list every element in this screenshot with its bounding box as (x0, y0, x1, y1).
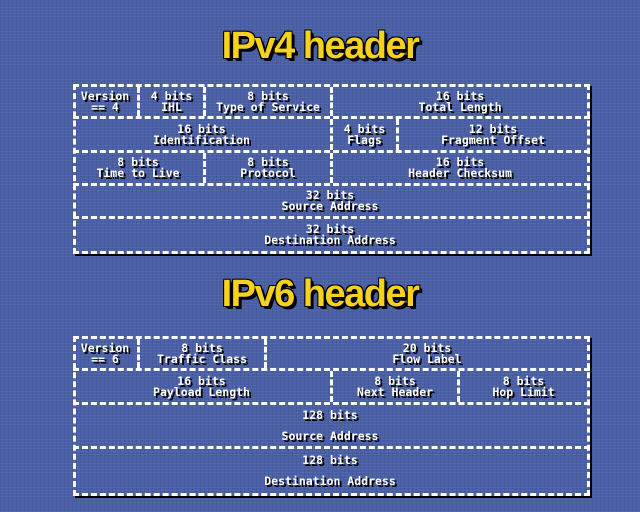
field-bits: 4 bits (150, 88, 193, 103)
field-bits: Version (80, 340, 130, 355)
ipv4-field-fragment-offset: 12 bits Fragment Offset (396, 119, 587, 150)
row-divider (73, 368, 590, 371)
field-bits: 8 bits (247, 88, 289, 103)
field-bits: 16 bits (435, 88, 485, 103)
field-name: Source Address (281, 199, 379, 213)
field-bits: 128 bits (302, 453, 358, 467)
ipv6-field-version: Version == 6 (73, 339, 137, 368)
ipv6-field-payload-length: 16 bits Payload Length (73, 371, 330, 402)
field-name: Header Checksum (408, 166, 512, 180)
ipv6-field-traffic-class: 8 bits Traffic Class (137, 339, 264, 368)
row-divider (73, 216, 590, 219)
ipv4-field-flags: 4 bits Flags (330, 119, 396, 150)
field-name: IHL (161, 99, 182, 114)
field-name: Next Header (356, 384, 434, 399)
field-name: Type of Service (216, 99, 320, 114)
ipv4-field-ihl: 4 bits IHL (137, 87, 203, 116)
ipv4-field-protocol: 8 bits Protocol (203, 153, 330, 183)
field-name: Destination Address (264, 474, 396, 488)
ipv4-field-source-address: 32 bits Source Address (73, 186, 587, 216)
ipv6-header-table: Version == 6 8 bits Traffic Class 20 bit… (73, 336, 590, 496)
ipv4-header-table: Version == 4 4 bits IHL 8 bits Type of S… (73, 84, 590, 254)
ipv4-field-total-length: 16 bits Total Length (330, 87, 587, 116)
field-name: Total Length (418, 99, 502, 114)
field-name: Destination Address (264, 233, 396, 247)
ipv6-field-destination-address: 128 bits Destination Address (73, 449, 587, 493)
field-name: Flags (347, 132, 382, 147)
ipv6-field-hop-limit: 8 bits Hop Limit (457, 371, 587, 402)
row-divider (73, 446, 590, 449)
field-bits: 20 bits (402, 340, 452, 355)
field-bits: 32 bits (305, 222, 355, 236)
field-bits: 16 bits (435, 155, 485, 169)
ipv6-field-source-address: 128 bits Source Address (73, 405, 587, 446)
field-name: Source Address (281, 428, 379, 443)
ipv6-field-next-header: 8 bits Next Header (330, 371, 457, 402)
field-name: Flow Label (392, 351, 462, 366)
ipv4-title: IPv4 header (221, 25, 420, 67)
field-bits: 16 bits (177, 373, 226, 388)
ipv4-field-time-to-live: 8 bits Time to Live (73, 153, 203, 183)
field-name: Traffic Class (156, 351, 247, 366)
field-bits: 8 bits (502, 373, 545, 388)
ipv6-title: IPv6 header (221, 273, 420, 315)
field-name: Time to Live (96, 166, 180, 180)
field-bits: 8 bits (181, 340, 223, 355)
field-bits: 8 bits (374, 373, 416, 388)
field-name: Payload Length (153, 384, 250, 399)
field-bits: 8 bits (247, 155, 289, 169)
field-name: Identification (153, 132, 250, 147)
ipv4-field-version: Version == 4 (73, 87, 137, 116)
field-name: == 4 (91, 99, 119, 114)
field-name: Protocol (240, 166, 296, 180)
field-bits: 4 bits (343, 121, 386, 136)
ipv4-field-type-of-service: 8 bits Type of Service (203, 87, 330, 116)
ipv4-field-header-checksum: 16 bits Header Checksum (330, 153, 587, 183)
field-bits: 32 bits (305, 188, 355, 202)
field-name: Fragment Offset (441, 132, 545, 147)
ipv4-field-identification: 16 bits Identification (73, 119, 330, 150)
ipv4-field-destination-address: 32 bits Destination Address (73, 219, 587, 251)
row-divider (73, 116, 590, 119)
field-bits: 8 bits (117, 155, 159, 169)
field-bits: 16 bits (177, 121, 226, 136)
row-divider (73, 183, 590, 186)
ipv6-field-flow-label: 20 bits Flow Label (264, 339, 587, 368)
row-divider (73, 150, 590, 153)
row-divider (73, 402, 590, 405)
field-name: Hop Limit (492, 384, 555, 399)
field-bits: 128 bits (302, 407, 358, 422)
field-name: == 6 (91, 351, 119, 366)
field-bits: Version (80, 88, 130, 103)
field-bits: 12 bits (468, 121, 518, 136)
